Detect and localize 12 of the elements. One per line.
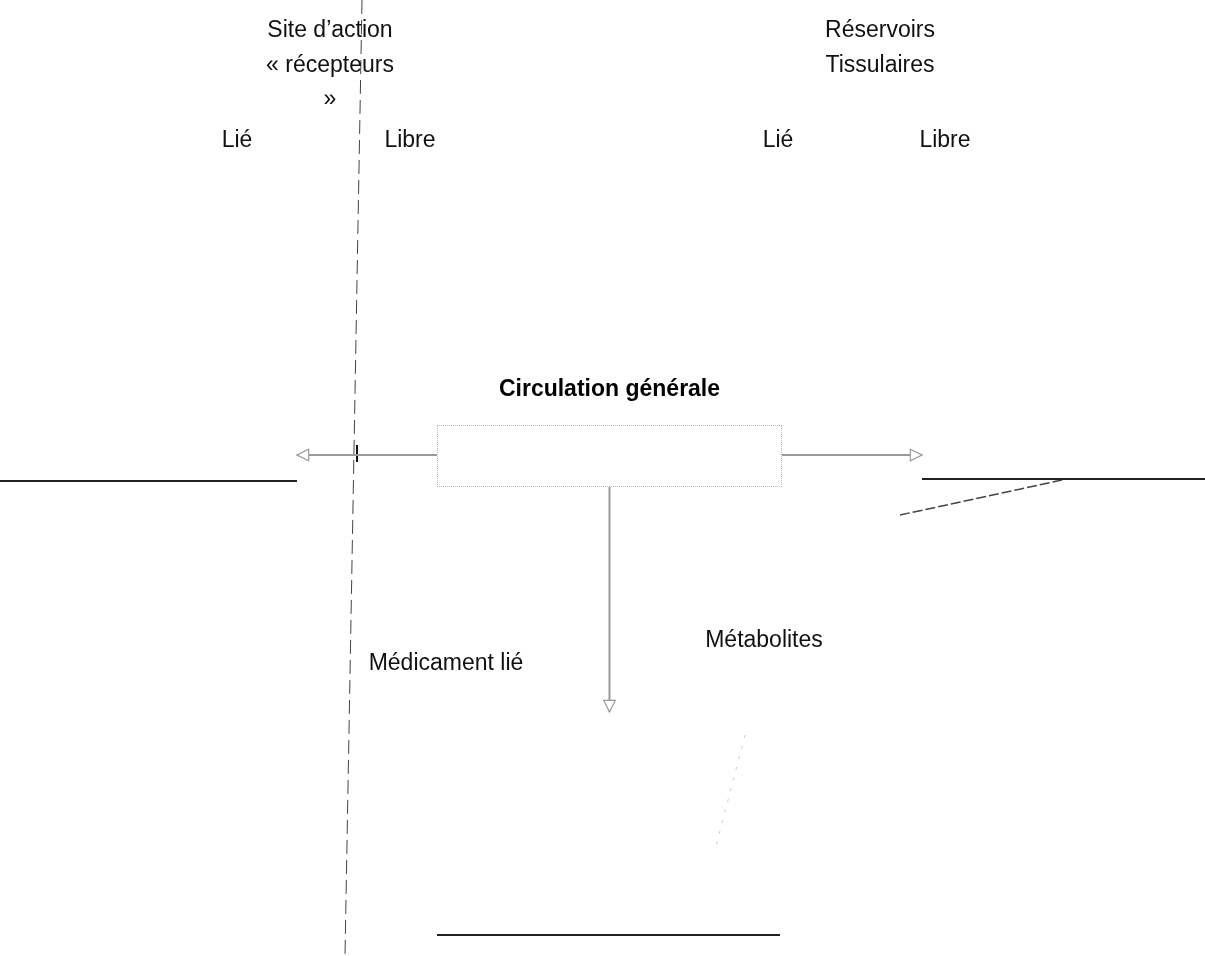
site-label: Site d’action « récepteurs » [265, 15, 395, 113]
state-label: Lié [220, 125, 254, 154]
state-label: Libre [383, 125, 437, 154]
compartment-label: Médicament lié [367, 648, 525, 677]
compartment-heading: Circulation générale [497, 375, 722, 402]
arrow [603, 486, 616, 713]
state-label: Lié [761, 125, 795, 154]
reservoir-label: Réservoirs Tissulaires [824, 15, 936, 79]
arrow [296, 448, 438, 462]
state-label: Libre [918, 125, 972, 154]
arrow [781, 448, 923, 462]
compartment-label: Métabolites [704, 625, 824, 654]
